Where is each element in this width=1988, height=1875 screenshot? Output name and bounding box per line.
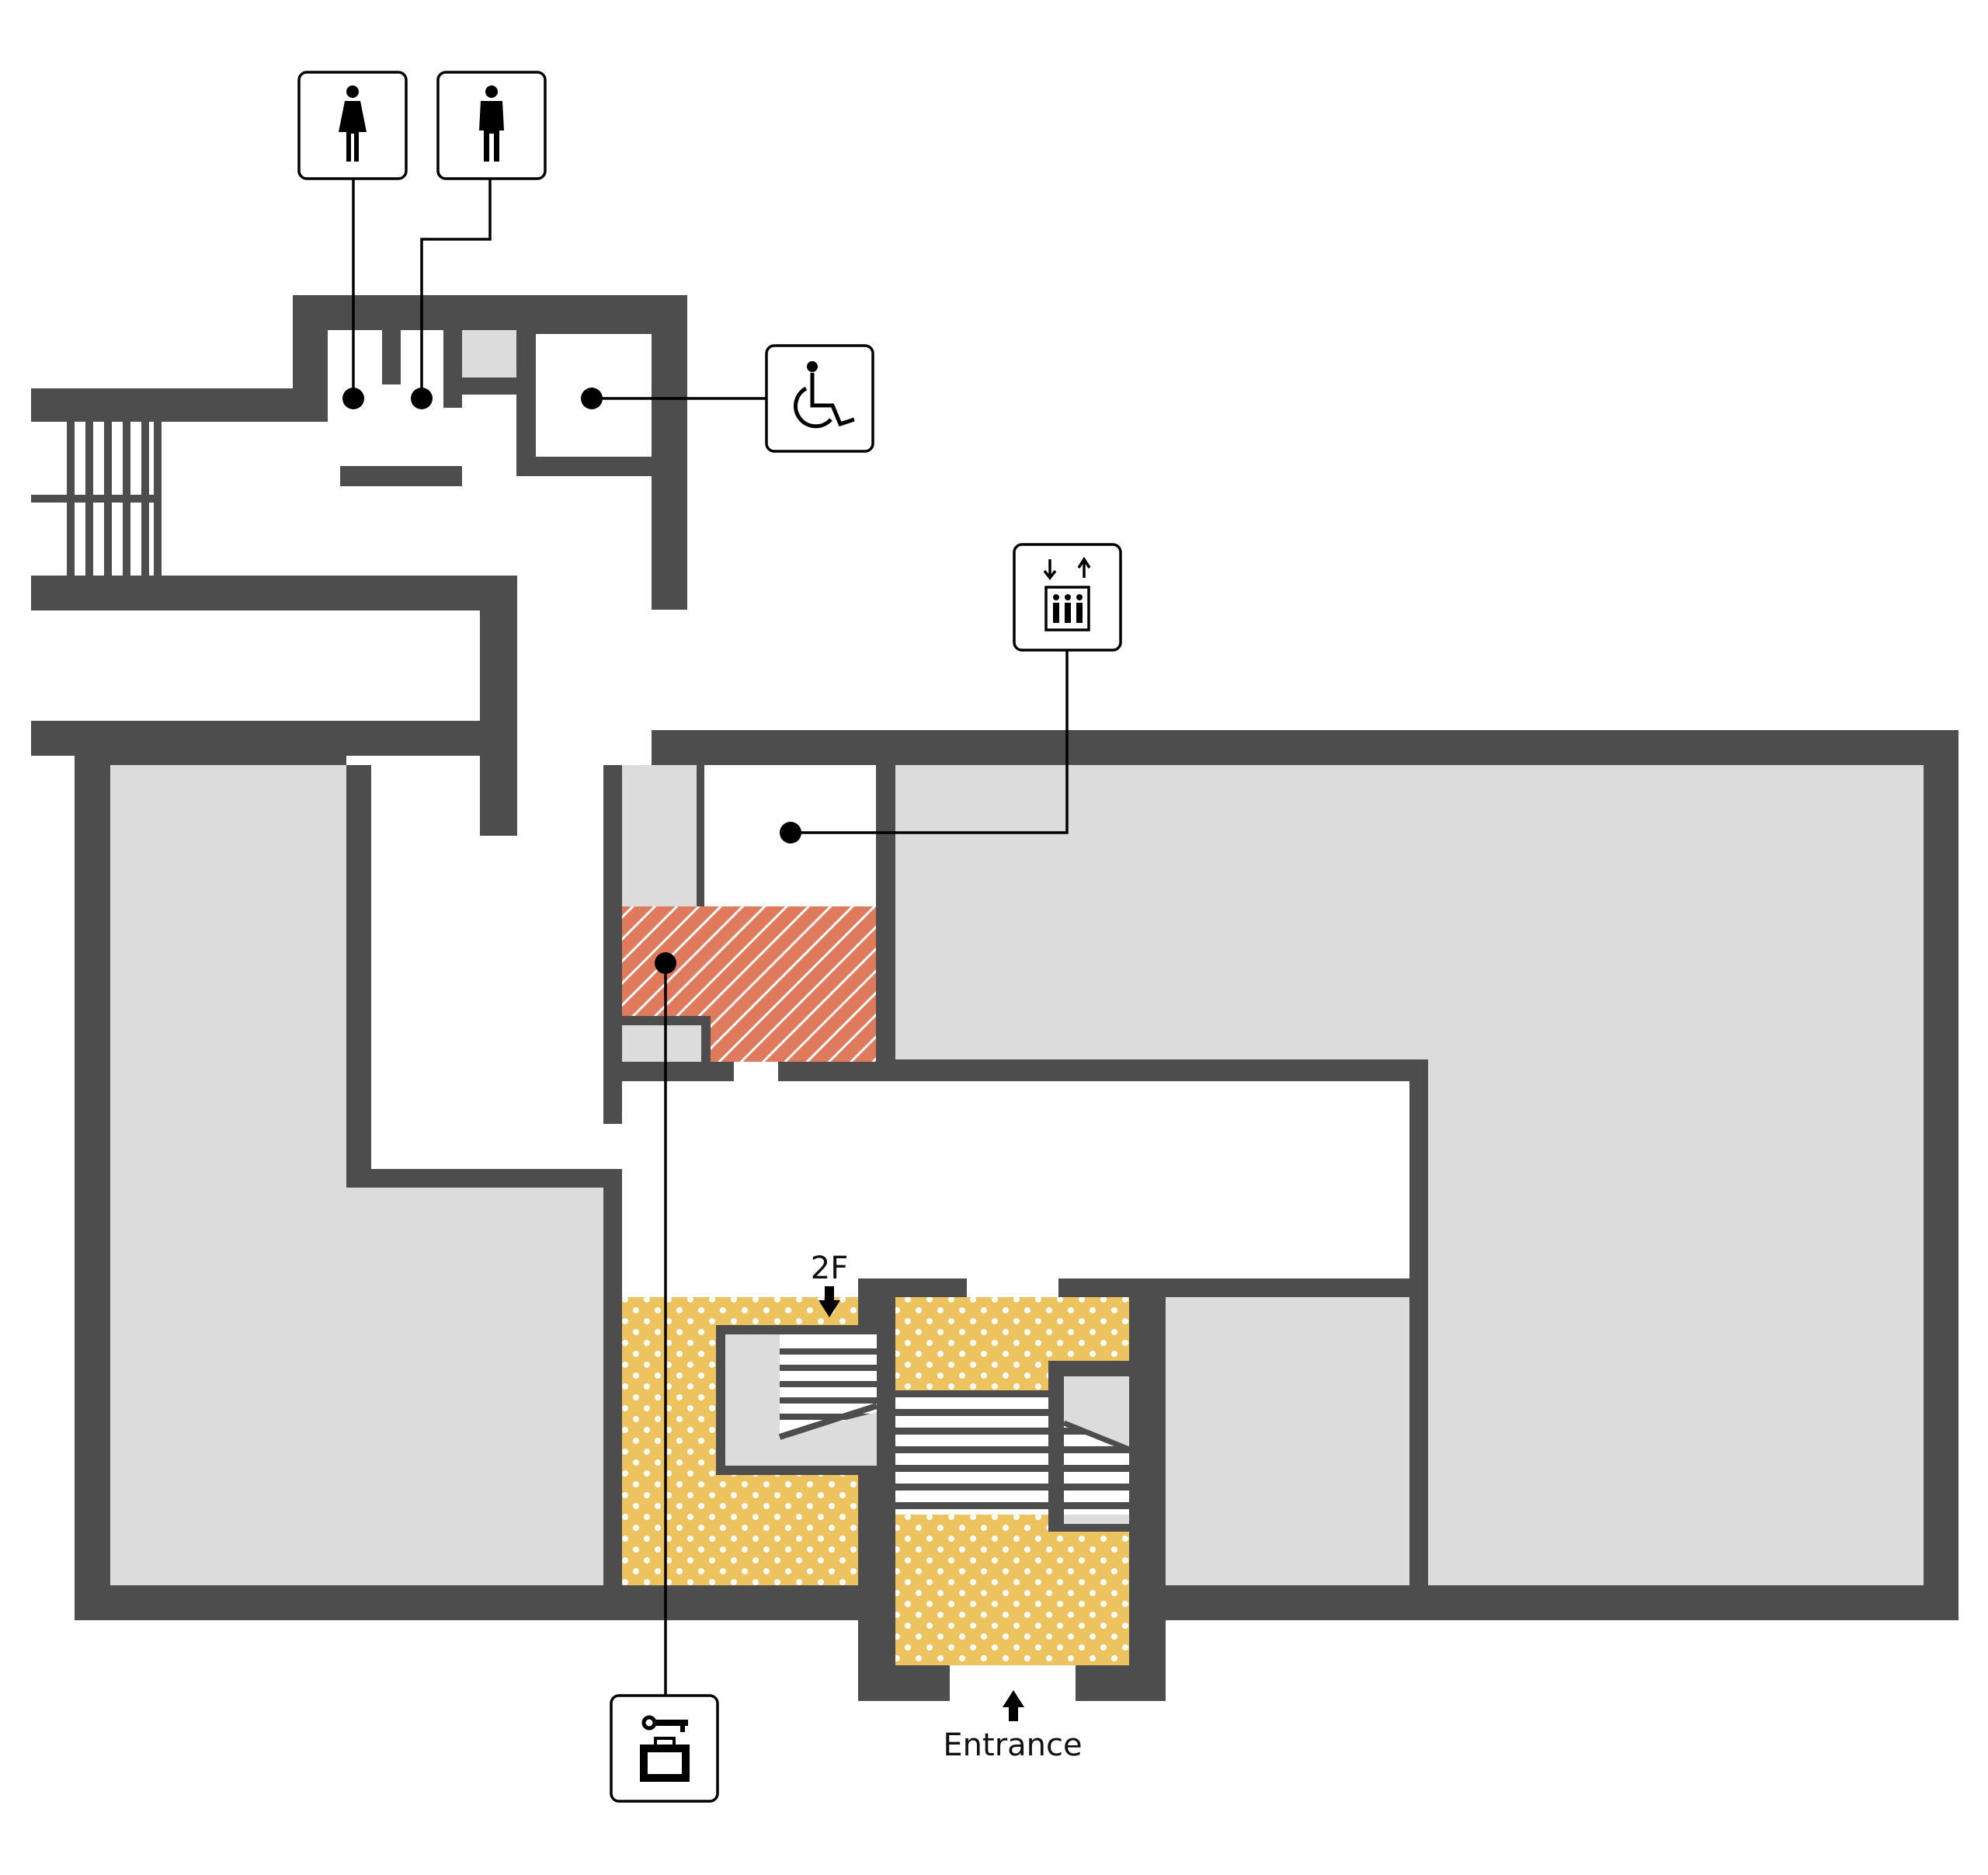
- mens-restroom-icon[interactable]: [436, 71, 547, 180]
- stair-up-step: [780, 1381, 877, 1387]
- corridor-west-opening: [622, 1081, 630, 1182]
- stair-down-step: [895, 1502, 1129, 1509]
- stair-down-break-line: [1062, 1420, 1131, 1452]
- stair-up-step: [780, 1348, 877, 1355]
- west-corridor-floor: [340, 486, 462, 576]
- stair-up-void: [725, 1334, 780, 1466]
- stair-up-landing: [780, 1412, 877, 1466]
- stair-down-step: [895, 1446, 1129, 1453]
- stair-up-break-line: [778, 1403, 878, 1440]
- west-corridor-2-link: [346, 756, 480, 765]
- corridor-door-gap: [734, 1062, 778, 1081]
- restroom-partition-1: [382, 330, 401, 384]
- marker-locker: [655, 952, 676, 974]
- leader-men: [420, 178, 492, 398]
- locker-small-room: [622, 1025, 701, 1062]
- room-east: [895, 765, 1924, 1585]
- corridor-east: [623, 1081, 1409, 1278]
- restroom-partition-3: [443, 384, 462, 408]
- west-passage-top-wall: [31, 388, 328, 422]
- restroom-storage: [462, 330, 516, 377]
- floor-up-arrow-icon: [818, 1286, 840, 1317]
- stair-up-steps: [780, 1348, 877, 1420]
- stair-up-step: [780, 1365, 877, 1371]
- stair-down-top-wall: [1048, 1361, 1129, 1376]
- stair-down-step: [895, 1428, 1129, 1435]
- central-corridor-wall: [480, 756, 517, 836]
- accessible-restroom-icon[interactable]: [765, 344, 874, 453]
- room-south-middle: [1147, 1297, 1409, 1585]
- west-stair-landing-line: [31, 495, 162, 503]
- main-north-wall-fix: [75, 730, 346, 765]
- north-corridor-lower: [516, 575, 605, 765]
- stair-up-step: [780, 1414, 877, 1420]
- west-corridor-2: [31, 611, 480, 721]
- restroom-front-wall-right: [516, 457, 652, 476]
- stair-down-step: [895, 1409, 1048, 1416]
- entrance-label: Entrance: [943, 1727, 1082, 1763]
- restroom-partition-2: [443, 330, 462, 384]
- leader-lines: [352, 178, 1069, 1696]
- womens-restroom-icon[interactable]: [297, 71, 408, 180]
- stair-divider-wall: [877, 1278, 895, 1588]
- stair-down-step: [895, 1484, 1129, 1491]
- entrance-arrow-icon: [1003, 1690, 1024, 1721]
- stair-down-step: [895, 1390, 1048, 1397]
- marker-women: [342, 388, 364, 409]
- stair-down-landing: [1064, 1376, 1129, 1446]
- marker-dots: [342, 388, 801, 974]
- marker-elevator: [780, 822, 801, 844]
- west-stairs: [31, 422, 162, 576]
- marker-men: [411, 388, 433, 409]
- floor-up-label: 2F: [811, 1251, 848, 1286]
- leader-elevator: [791, 650, 1069, 834]
- marker-accessible: [581, 388, 603, 409]
- vestibule-top-gap: [967, 1278, 1058, 1297]
- stair-down-steps: [895, 1390, 1129, 1509]
- core-west-wall: [603, 1062, 622, 1124]
- stair-up-step: [780, 1397, 877, 1404]
- core-storage-room: [622, 765, 697, 906]
- elevator-icon[interactable]: [1013, 543, 1122, 652]
- stair-down-step: [895, 1465, 1129, 1472]
- coin-locker-icon[interactable]: [610, 1694, 719, 1803]
- room-west: [110, 765, 603, 1585]
- west-passage-bottom-wall: [31, 576, 517, 611]
